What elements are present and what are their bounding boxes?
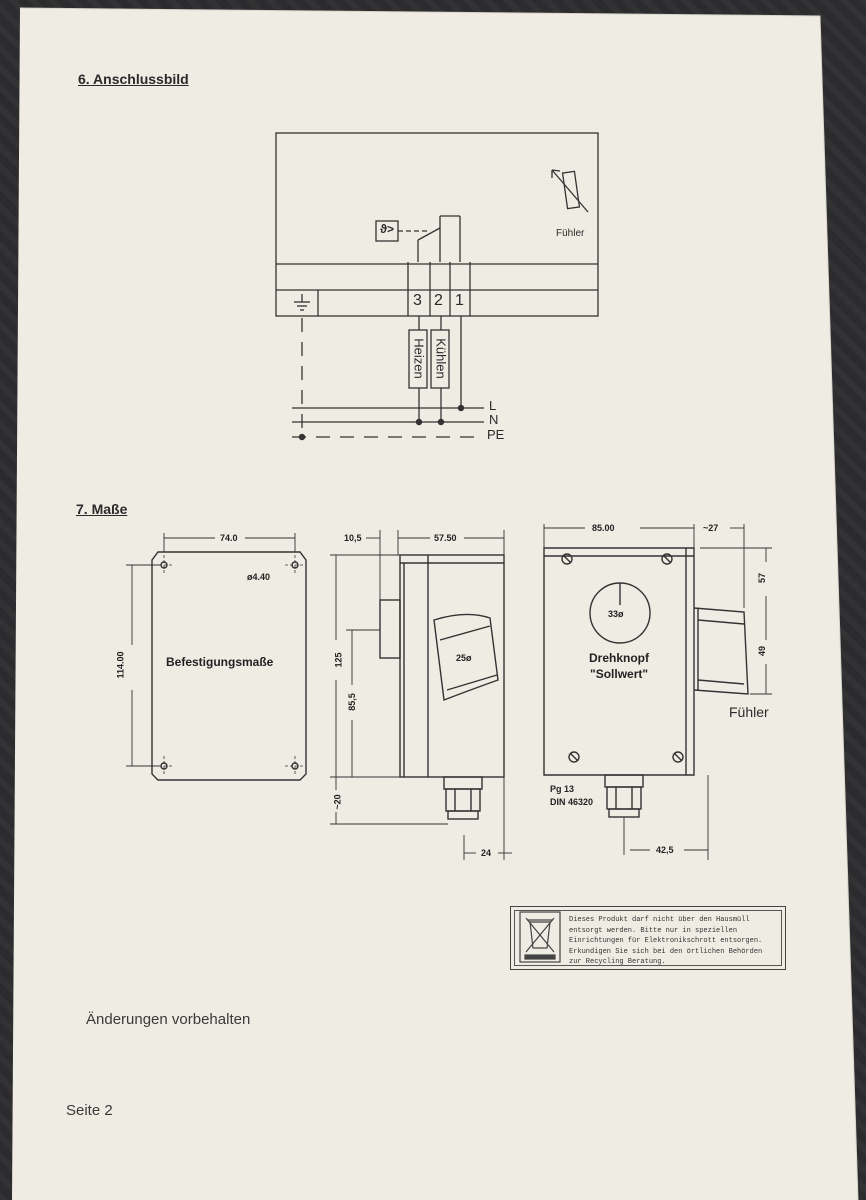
- section-heading-dimensions: 7. Maße: [76, 501, 128, 517]
- dim-knob-49: 49: [757, 645, 768, 657]
- sensor-label-dimensions: Fühler: [729, 704, 769, 720]
- dim-front-height: 114.00: [115, 651, 126, 679]
- wire-heat-label: Heizen: [411, 338, 427, 379]
- line-n-label: N: [489, 412, 499, 427]
- page-number: Seite 2: [66, 1102, 113, 1119]
- wire-label-heat: [408, 329, 428, 389]
- dim-knob-57: 57: [757, 572, 768, 584]
- terminal-3: 3: [413, 292, 422, 309]
- mounting-dimensions-view: [126, 533, 307, 781]
- knob-label: Drehknopf: [589, 651, 649, 665]
- changes-reserved-note: Änderungen vorbehalten: [86, 1011, 251, 1028]
- gland-pg13: Pg 13: [550, 784, 575, 794]
- dim-side-height: 125: [333, 652, 344, 668]
- thermostat-symbol-icon: ϑ>: [380, 222, 394, 236]
- dim-knob-width: 85.00: [592, 523, 615, 533]
- recycling-notice-text: Dieses Produkt darf nicht über den Hausm…: [569, 916, 763, 966]
- sensor-label-wiring: Fühler: [556, 228, 585, 239]
- dim-hole-diameter: ø4.40: [247, 572, 271, 582]
- mounting-dimensions-label: Befestigungsmaße: [166, 655, 274, 669]
- gland-din: DIN 46320: [550, 797, 594, 807]
- knob-view: [543, 524, 772, 860]
- setpoint-label: "Sollwert": [590, 667, 649, 681]
- recycling-notice-box: Dieses Produkt darf nicht über den Hausm…: [510, 906, 786, 970]
- dim-side-depth: 57.50: [434, 533, 457, 543]
- dim-side-offset: 10,5: [344, 533, 362, 543]
- dim-side-bottom: ~20: [332, 794, 343, 810]
- dim-sensor-protrusion: ~27: [703, 523, 719, 533]
- wire-cool-label: Kühlen: [433, 338, 449, 379]
- recycle-bin-icon: [519, 911, 561, 963]
- line-pe-label: PE: [487, 427, 505, 442]
- side-view: [330, 530, 512, 860]
- paper-sheet: [12, 8, 858, 1200]
- terminal-2: 2: [434, 292, 443, 309]
- dim-front-width: 74.0: [220, 533, 238, 543]
- controller-housing: [275, 132, 599, 317]
- dim-side-gland: 24: [481, 848, 492, 858]
- sensor-resistor: [561, 170, 581, 210]
- dim-knob-angle: 33ø: [608, 609, 624, 619]
- dim-side-angle: 25ø: [456, 653, 472, 663]
- wire-label-cool: [430, 329, 450, 389]
- dim-knob-bottom-offset: 42,5: [656, 845, 674, 855]
- terminal-1: 1: [455, 292, 464, 309]
- section-heading-wiring: 6. Anschlussbild: [78, 71, 189, 87]
- wiring-diagram: [275, 132, 599, 441]
- line-l-label: L: [489, 398, 497, 413]
- dim-side-subheight: 85,5: [346, 693, 357, 711]
